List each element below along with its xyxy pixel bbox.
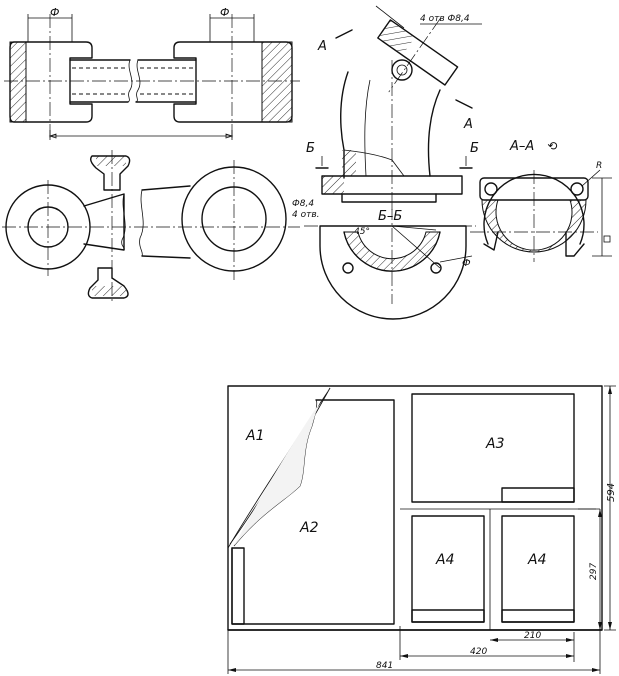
cut-b-left-label: Б <box>306 141 315 156</box>
a4-right-sheet-outline <box>501 515 575 623</box>
cut-b-right-label: Б <box>470 141 479 156</box>
dimension-420-label: 420 <box>470 647 487 657</box>
link-section-view: Ф Ф <box>4 6 300 140</box>
section-aa-view: А–А ⟲ R <box>470 139 612 262</box>
cut-a-left-label: А <box>317 39 327 54</box>
format-a4-left-label: А4 <box>435 552 454 568</box>
format-a1-label: А1 <box>245 428 264 444</box>
sheet-formats-diagram: А1 А2 А3 А4 А4 594 297 210 420 841 <box>227 385 617 674</box>
holes-note2-line1: Ф8,4 <box>292 199 314 209</box>
angle-label: 45° <box>354 227 370 237</box>
dimension-297-label: 297 <box>589 563 599 580</box>
section-bb-view: Б–Б 45° Ф8,4 4 отв. Ф <box>292 199 476 320</box>
a4-left-sheet-outline <box>411 515 485 623</box>
holes-note-label: 4 отв Ф8,4 <box>420 14 470 24</box>
elbow-part-view: А А Б Б 4 отв Ф8,4 <box>306 5 482 210</box>
section-aa-title: А–А <box>509 139 534 154</box>
a0-sheet-outline <box>227 385 603 631</box>
section-aa-radius-label: R <box>596 161 602 171</box>
link-top-view <box>2 150 300 304</box>
dimension-594-label: 594 <box>606 483 617 502</box>
section-aa-rotated-symbol: ⟲ <box>547 139 558 153</box>
format-a3-label: А3 <box>485 436 504 452</box>
link-diameter-left-label: Ф <box>50 6 59 19</box>
section-bb-diameter-label: Ф <box>462 258 471 269</box>
dimension-841-label: 841 <box>376 661 393 671</box>
dimension-210-label: 210 <box>524 631 541 641</box>
a3-sheet-outline <box>411 393 575 503</box>
holes-note2-line2: 4 отв. <box>292 210 320 220</box>
format-a2-label: А2 <box>299 520 319 536</box>
link-diameter-right-label: Ф <box>220 6 229 19</box>
section-bb-title: Б–Б <box>378 209 402 224</box>
format-a4-right-label: А4 <box>527 552 546 568</box>
cut-a-right-label: А <box>463 117 473 132</box>
